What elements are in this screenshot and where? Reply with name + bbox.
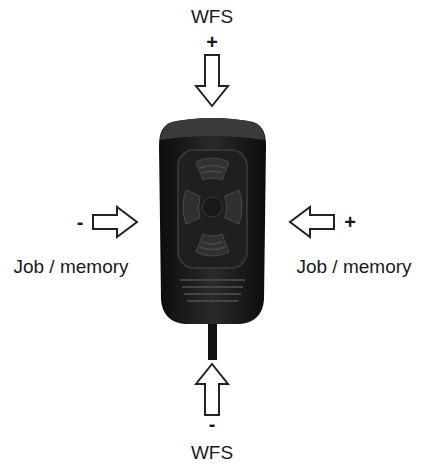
center-button	[203, 197, 223, 217]
sign-label: +	[344, 212, 356, 232]
pendant-body	[159, 118, 266, 324]
sign-label: -	[209, 414, 216, 434]
keypad-plate	[178, 150, 247, 268]
arrow-left	[290, 207, 334, 237]
sign-label: -	[77, 212, 84, 232]
arrow-up	[196, 364, 228, 415]
up-button	[196, 158, 229, 180]
down-button	[196, 234, 229, 256]
sign-label: +	[206, 32, 218, 52]
function-label: WFS	[191, 7, 233, 26]
arrow-down	[196, 55, 228, 106]
pendant-top	[160, 118, 265, 140]
function-label: WFS	[191, 443, 233, 462]
function-label: Job / memory	[13, 257, 128, 276]
right-button	[225, 190, 242, 224]
left-button	[183, 190, 200, 224]
function-label: Job / memory	[296, 257, 411, 276]
arrow-right	[93, 207, 137, 237]
grip-lines	[180, 166, 245, 302]
cable	[208, 318, 217, 360]
